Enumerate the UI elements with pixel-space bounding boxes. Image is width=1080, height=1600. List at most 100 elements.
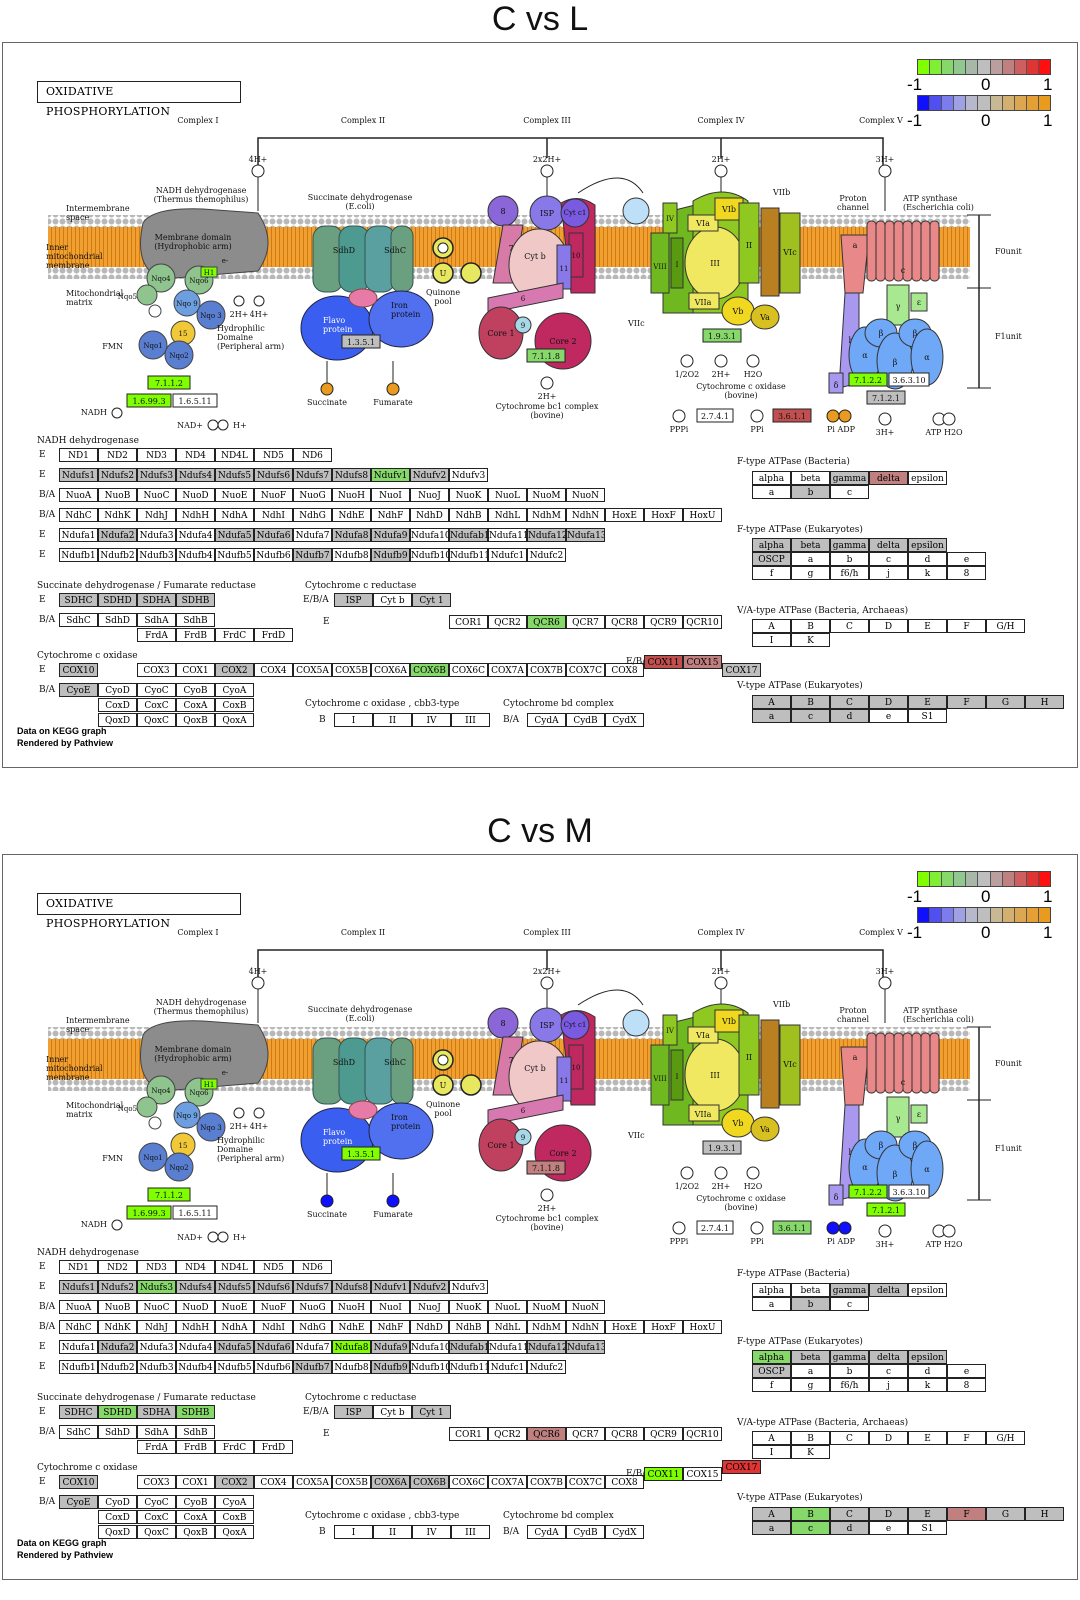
gene-box[interactable]: Ndufb3 [137,1360,176,1374]
gene-box[interactable]: C [830,1507,869,1521]
gene-box[interactable]: epsilon [908,1350,947,1364]
gene-box[interactable]: NdhG [293,1320,332,1334]
gene-box[interactable]: Ndufb7 [293,548,332,562]
gene-box[interactable]: CoxA [176,698,215,712]
gene-box[interactable]: COX7B [527,663,566,677]
ec-box-ec1351[interactable]: 1.3.5.1 [341,334,381,349]
gene-box[interactable]: NdhA [215,1320,254,1334]
gene-box[interactable]: Ndufv2 [410,468,449,482]
gene-box[interactable]: Ndufa10 [410,1340,449,1354]
gene-box[interactable]: Ndufa4 [176,1340,215,1354]
gene-box[interactable]: COX5A [293,1475,332,1489]
gene-box[interactable]: NdhC [59,508,98,522]
gene-box[interactable]: NuoM [527,488,566,502]
gene-box[interactable]: E [908,1431,947,1445]
gene-box[interactable]: CydA [527,1525,566,1539]
gene-box[interactable]: COX11 [644,655,683,669]
gene-box[interactable]: K [791,633,830,647]
gene-box[interactable]: IV [412,713,451,727]
gene-box[interactable]: NdhJ [137,508,176,522]
gene-box[interactable]: Ndufs8 [332,468,371,482]
gene-box[interactable]: NuoK [449,1300,488,1314]
gene-box[interactable]: Ndufb6 [254,548,293,562]
gene-box[interactable]: c [830,485,869,499]
gene-box[interactable]: NdhK [98,1320,137,1334]
ec-box-ec7118[interactable]: 7.1.1.8 [526,1160,566,1175]
gene-box[interactable]: Ndufa9 [371,528,410,542]
gene-box[interactable]: A [752,1431,791,1445]
gene-box[interactable]: Ndufa13 [566,1340,605,1354]
gene-box[interactable]: Ndufb6 [254,1360,293,1374]
gene-box[interactable]: FrdA [137,628,176,642]
gene-box[interactable]: IV [412,1525,451,1539]
gene-box[interactable]: alpha [752,538,791,552]
gene-box[interactable]: K [791,1445,830,1459]
gene-box[interactable]: CyoD [98,1495,137,1509]
gene-box[interactable]: Ndufs2 [98,468,137,482]
gene-box[interactable]: SDHC [59,1405,98,1419]
gene-box[interactable]: CoxB [215,1510,254,1524]
gene-box[interactable]: F [947,619,986,633]
gene-box[interactable]: e [869,709,908,723]
gene-box[interactable]: b [830,552,869,566]
gene-box[interactable]: Ndufa6 [254,528,293,542]
gene-box[interactable]: COX7C [566,663,605,677]
gene-box[interactable]: COX5B [332,1475,371,1489]
gene-box[interactable]: B [791,695,830,709]
gene-box[interactable]: COX4 [254,663,293,677]
gene-box[interactable]: k [908,1378,947,1392]
gene-box[interactable]: SDHC [59,593,98,607]
gene-box[interactable]: NdhD [410,508,449,522]
gene-box[interactable]: NuoH [332,1300,371,1314]
gene-box[interactable]: SDHD [98,593,137,607]
gene-box[interactable]: QCR7 [566,615,605,629]
gene-box[interactable]: Ndufb9 [371,1360,410,1374]
gene-box[interactable]: QoxB [176,713,215,727]
gene-box[interactable]: CyoC [137,1495,176,1509]
gene-box[interactable]: D [869,695,908,709]
gene-box[interactable]: ND5 [254,1260,293,1274]
gene-box[interactable]: a [791,552,830,566]
gene-box[interactable]: delta [869,538,908,552]
gene-box[interactable]: F [947,1431,986,1445]
gene-box[interactable]: g [791,566,830,580]
gene-box[interactable]: QCR10 [683,615,722,629]
gene-box[interactable]: SdhD [98,1425,137,1439]
gene-box[interactable]: SDHD [98,1405,137,1419]
gene-box[interactable]: Ndufv2 [410,1280,449,1294]
gene-box[interactable]: HoxF [644,1320,683,1334]
gene-box[interactable]: CyoB [176,1495,215,1509]
gene-box[interactable]: CydX [605,1525,644,1539]
gene-box[interactable]: COX6B [410,1475,449,1489]
gene-box[interactable]: epsilon [908,1283,947,1297]
gene-box[interactable]: A [752,1507,791,1521]
gene-box[interactable]: CoxB [215,698,254,712]
gene-box[interactable]: epsilon [908,538,947,552]
gene-box[interactable]: QoxC [137,713,176,727]
gene-box[interactable]: SdhB [176,1425,215,1439]
gene-box[interactable]: d [830,709,869,723]
gene-box[interactable]: Ndufs8 [332,1280,371,1294]
gene-box[interactable]: NuoG [293,488,332,502]
gene-box[interactable]: I [334,713,373,727]
gene-box[interactable]: CydA [527,713,566,727]
gene-box[interactable]: ND4 [176,1260,215,1274]
gene-box[interactable]: Ndufc1 [488,548,527,562]
gene-box[interactable]: Ndufs3 [137,468,176,482]
gene-box[interactable]: ND6 [293,1260,332,1274]
gene-box[interactable]: Ndufb8 [332,1360,371,1374]
gene-box[interactable]: QCR9 [644,1427,683,1441]
gene-box[interactable]: SDHB [176,593,215,607]
gene-box[interactable]: NuoI [371,1300,410,1314]
gene-box[interactable]: Ndufb5 [215,548,254,562]
gene-box[interactable]: COX7B [527,1475,566,1489]
gene-box[interactable]: CoxD [98,1510,137,1524]
gene-box[interactable]: NdhE [332,508,371,522]
gene-box[interactable]: NdhH [176,508,215,522]
gene-box[interactable]: Ndufa12 [527,1340,566,1354]
ec-box-ec7118[interactable]: 7.1.1.8 [526,348,566,363]
gene-box[interactable]: Ndufb4 [176,548,215,562]
gene-box[interactable]: NuoM [527,1300,566,1314]
gene-box[interactable]: COX17 [722,663,761,677]
gene-box[interactable]: Ndufab1 [449,528,488,542]
